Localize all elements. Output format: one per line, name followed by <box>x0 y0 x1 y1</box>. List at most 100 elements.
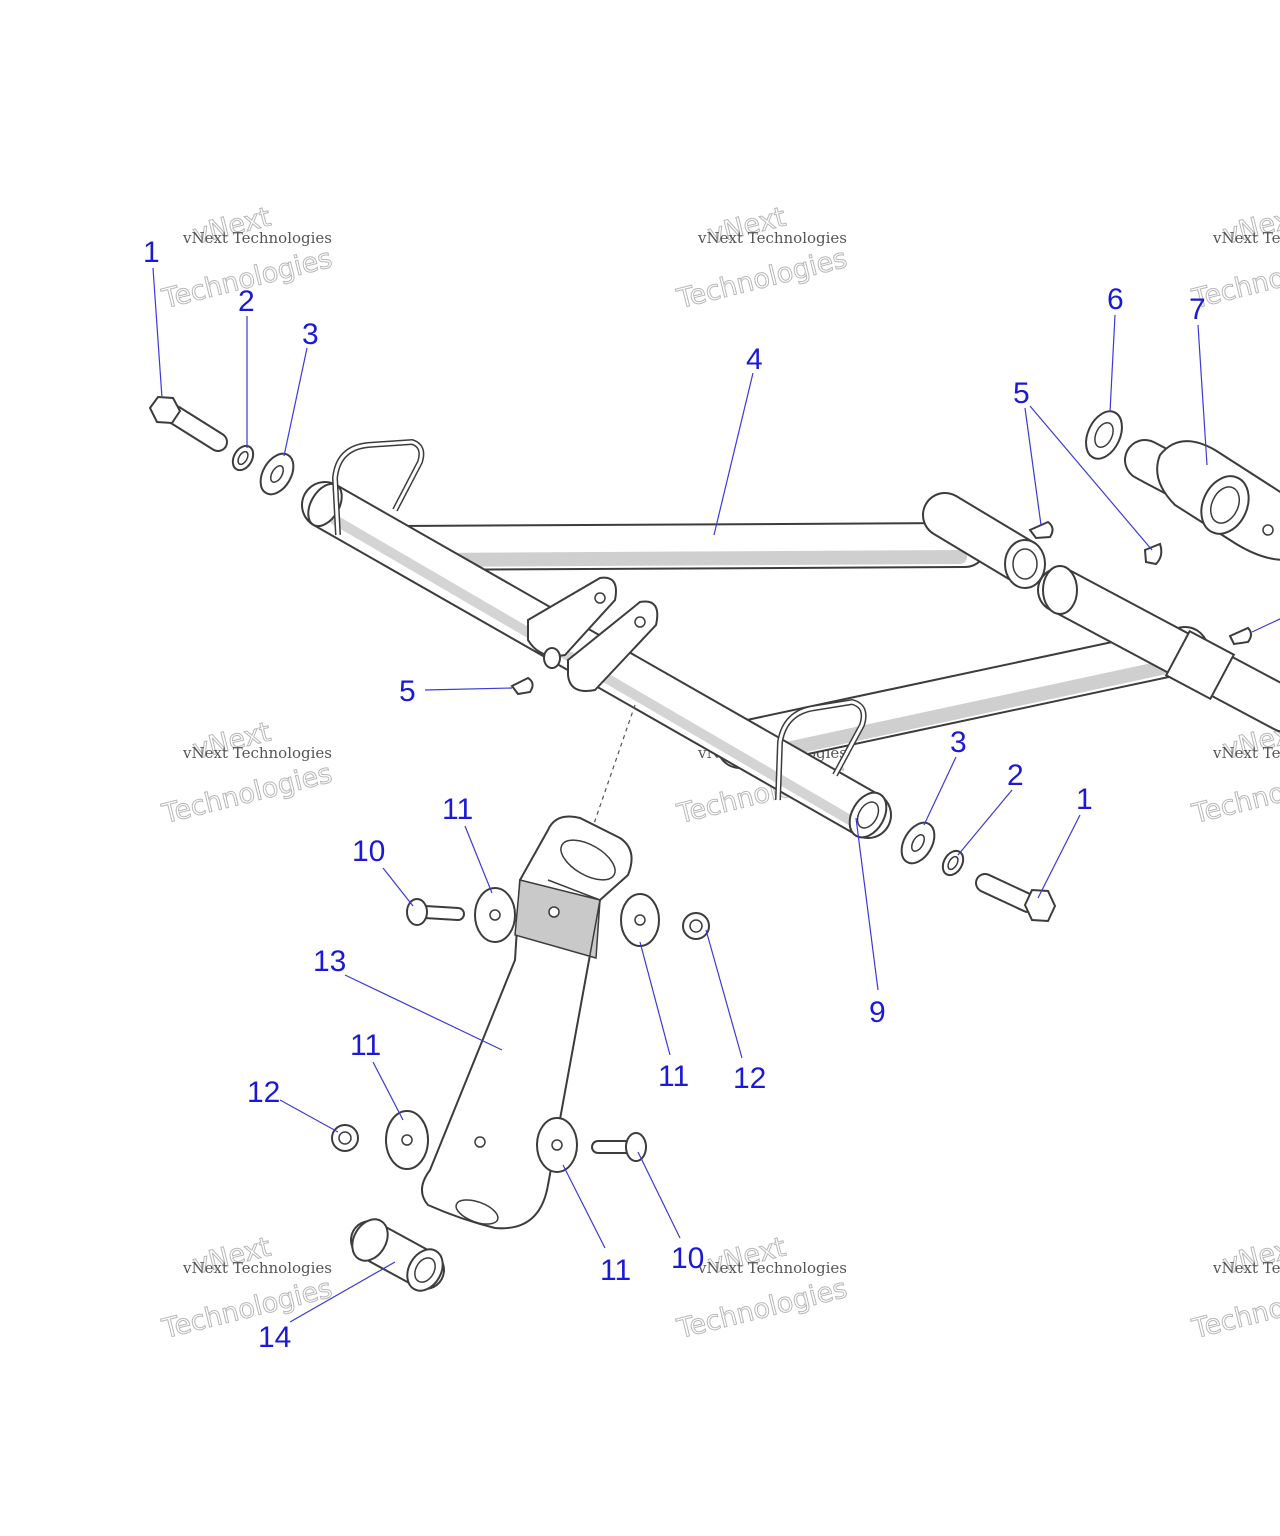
hoop-right-inner <box>776 700 866 801</box>
leader-14 <box>289 1261 396 1323</box>
leader-1a <box>152 267 163 399</box>
lock-washer-2-right-hole <box>947 855 959 871</box>
leader-12a <box>279 1099 339 1133</box>
callout-3-upper-left: 3 <box>302 318 319 351</box>
washer-3-left-hole <box>270 465 284 483</box>
washer-11-lower-left-hole <box>401 1134 413 1146</box>
callout-9: 9 <box>869 996 886 1029</box>
callout-13: 13 <box>313 945 346 978</box>
watermark-6-line3: Technologies <box>1188 758 1280 830</box>
watermark-8-line3: Technologies <box>673 1273 850 1345</box>
leader-12b <box>705 929 743 1059</box>
bushing-14-left-end <box>351 1218 389 1262</box>
callout-12-lower: 12 <box>247 1076 280 1109</box>
grease-fitting-right <box>1228 626 1252 646</box>
bracket-left-hole <box>594 592 606 604</box>
leader-5b-1 <box>1024 407 1042 526</box>
leader-9 <box>855 817 879 991</box>
callout-5-right: 5 <box>1013 377 1030 410</box>
bolt-1-left-shank-fill <box>167 407 226 450</box>
bracket-7-hole <box>1262 524 1274 536</box>
leader-3a <box>283 347 308 457</box>
leader-10b <box>637 1151 681 1239</box>
link-arm-upper-shade <box>514 879 601 959</box>
leader-11a <box>464 825 493 894</box>
leader-7 <box>1197 324 1208 466</box>
watermark-4-line3: Technologies <box>158 758 335 830</box>
watermark-1-line2: vNext Technologies <box>182 229 332 247</box>
watermark-3-line2: vNext Technologies <box>1212 229 1280 247</box>
bracket-right-hole <box>634 616 646 628</box>
grease-fittings <box>510 520 1280 696</box>
callout-10-lower: 10 <box>671 1242 704 1275</box>
callout-6: 6 <box>1107 283 1124 316</box>
leader-11b <box>372 1061 404 1121</box>
watermark-2: vNext vNext Technologies Technologies <box>673 201 851 316</box>
callout-3-right: 3 <box>950 726 967 759</box>
callout-11-upper-left: 11 <box>442 793 473 826</box>
callout-11-lower-left: 11 <box>350 1029 381 1062</box>
callout-2-upper-left: 2 <box>238 285 255 318</box>
leader-10a <box>382 867 414 907</box>
washer-3-right-hole <box>911 834 925 852</box>
watermark-6: vNext vNext Technologies Technologies <box>1188 716 1280 831</box>
callout-2-right: 2 <box>1007 759 1024 792</box>
lock-washer-2-left-hole <box>237 450 249 466</box>
leader-lines <box>152 267 1208 1323</box>
a-arm-frame <box>301 438 1280 839</box>
grease-fitting-middle <box>1143 542 1163 566</box>
callout-11-lower-right: 11 <box>600 1254 631 1287</box>
upper-arm-tube-body <box>379 524 986 569</box>
leader-11c <box>639 941 671 1056</box>
upper-arm-tube-shade <box>413 550 967 567</box>
washer-11-upper-right-hole <box>634 914 646 926</box>
watermark-7: vNext vNext Technologies Technologies <box>158 1231 336 1346</box>
watermark-9: vNext vNext Technologies Technologies <box>1188 1231 1280 1346</box>
bushing-14-bore <box>414 1257 436 1283</box>
right-fastener-stack <box>900 821 1057 923</box>
link-arm-hole-top <box>548 906 560 918</box>
upper-elbow-bore <box>1012 548 1038 580</box>
link-arm-edge <box>547 879 601 1186</box>
bolt-1-right-shank-fill <box>977 875 1036 911</box>
nut-12-upper-hole <box>689 919 703 933</box>
grease-fitting-left <box>510 676 534 696</box>
washer-6-hole <box>1094 421 1114 449</box>
watermark-4-line2: vNext Technologies <box>182 744 332 762</box>
lower-arm-tube-shade <box>743 657 1187 764</box>
callout-5-left: 5 <box>399 675 416 708</box>
bracket-left <box>527 576 617 657</box>
leader-13 <box>344 974 503 1051</box>
right-pivot-collar <box>1164 629 1236 701</box>
watermark-8-line2: vNext Technologies <box>697 1259 847 1277</box>
leader-5-offpage <box>1251 618 1280 633</box>
link-arm-hole-bottom <box>474 1136 486 1148</box>
screw-10-upper-shank-fill <box>420 907 463 919</box>
callout-4: 4 <box>746 343 763 376</box>
callout-labels: 1 2 3 4 5 5 6 7 3 2 1 9 11 10 13 11 12 1… <box>143 236 1206 1354</box>
link-arm-bottom-eye <box>455 1199 499 1225</box>
callout-1-upper-left: 1 <box>143 236 160 269</box>
leader-1b <box>1037 814 1081 899</box>
right-bracket-assembly <box>1085 410 1280 561</box>
watermark-9-line3: Technologies <box>1188 1273 1280 1345</box>
assembly-dashed-line <box>589 704 636 836</box>
link-arm-top-eye <box>560 839 616 881</box>
callout-10-upper: 10 <box>352 835 385 868</box>
bolt-1-right-head <box>1023 888 1057 923</box>
callout-11-upper-right: 11 <box>658 1060 689 1093</box>
cross-tube-right-bore <box>856 801 880 829</box>
washer-11-lower-right-hole <box>551 1139 563 1151</box>
bracket-pin <box>543 647 561 669</box>
leader-4 <box>713 372 754 536</box>
grease-fitting-upper <box>1028 520 1054 540</box>
callout-14: 14 <box>258 1321 291 1354</box>
screw-10-lower-head <box>625 1132 647 1162</box>
leader-5b-2 <box>1029 405 1153 551</box>
bracket-7-bore <box>1209 486 1241 524</box>
right-pivot-tube-body <box>1039 569 1280 731</box>
watermark-2-line3: Technologies <box>673 243 850 315</box>
callout-7: 7 <box>1189 293 1206 326</box>
